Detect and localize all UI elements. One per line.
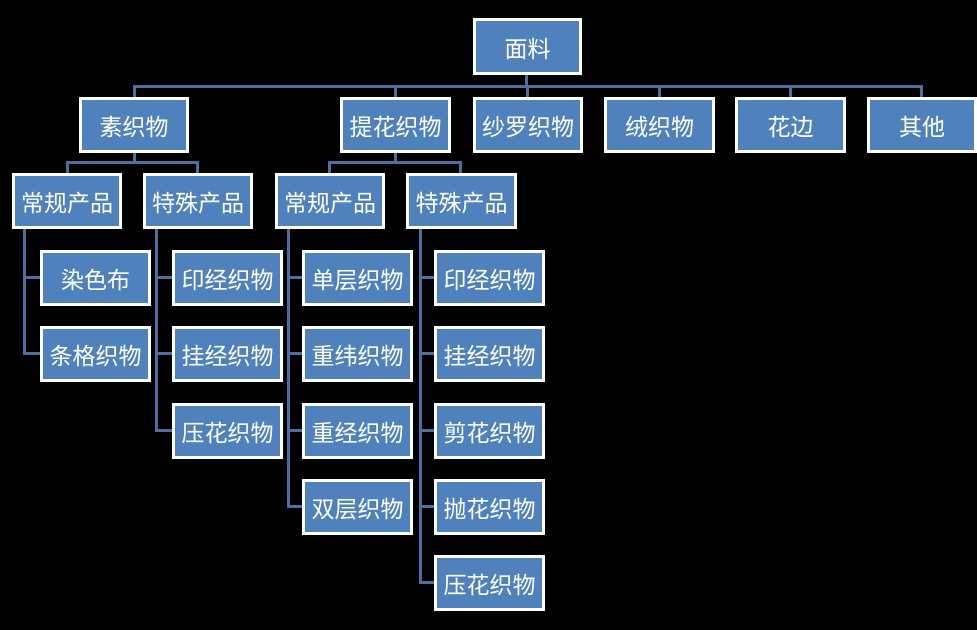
connector bbox=[133, 152, 136, 163]
node-leaf: 挂经织物 bbox=[172, 326, 283, 382]
node-lace: 花边 bbox=[735, 97, 846, 153]
node-leaf: 抛花织物 bbox=[434, 479, 545, 535]
node-leaf: 挂经织物 bbox=[434, 326, 545, 382]
connector bbox=[66, 161, 69, 174]
connector bbox=[155, 276, 173, 279]
connector bbox=[419, 352, 435, 355]
node-pile-fabric: 绒织物 bbox=[604, 97, 715, 153]
connector bbox=[419, 228, 422, 583]
node-leaf: 重经织物 bbox=[302, 403, 413, 459]
node-leaf: 双层织物 bbox=[302, 479, 413, 535]
node-root: 面料 bbox=[473, 18, 582, 75]
node-jacquard-fabric: 提花织物 bbox=[340, 97, 451, 153]
connector bbox=[525, 74, 528, 86]
node-jacquard-special: 特殊产品 bbox=[406, 173, 517, 229]
node-jacquard-regular: 常规产品 bbox=[275, 173, 385, 229]
connector bbox=[459, 161, 462, 174]
connector bbox=[23, 352, 41, 355]
connector bbox=[23, 276, 41, 279]
node-other: 其他 bbox=[867, 97, 977, 153]
node-plain-special: 特殊产品 bbox=[143, 173, 253, 229]
connector bbox=[287, 429, 303, 432]
connector bbox=[155, 228, 158, 430]
connector bbox=[419, 581, 435, 584]
connector bbox=[328, 161, 331, 174]
node-leaf: 条格织物 bbox=[40, 326, 151, 382]
node-leaf: 单层织物 bbox=[302, 250, 413, 306]
node-leaf: 压花织物 bbox=[434, 555, 545, 611]
connector bbox=[394, 152, 397, 163]
node-leaf: 压花织物 bbox=[172, 403, 283, 459]
connector bbox=[196, 161, 199, 174]
node-leaf: 染色布 bbox=[40, 250, 151, 306]
connector bbox=[287, 276, 303, 279]
connector bbox=[526, 85, 529, 98]
connector bbox=[920, 85, 923, 98]
connector bbox=[328, 161, 462, 164]
node-leaf: 印经织物 bbox=[172, 250, 283, 306]
connector bbox=[155, 429, 173, 432]
node-leaf: 剪花织物 bbox=[434, 403, 545, 459]
connector bbox=[658, 85, 661, 98]
connector bbox=[155, 352, 173, 355]
connector bbox=[394, 85, 397, 98]
connector bbox=[419, 276, 435, 279]
connector bbox=[789, 85, 792, 98]
connector bbox=[133, 85, 136, 98]
node-leno-fabric: 纱罗织物 bbox=[473, 97, 583, 153]
connector bbox=[23, 228, 26, 353]
node-leaf: 印经织物 bbox=[434, 250, 545, 306]
node-leaf: 重纬织物 bbox=[302, 326, 413, 382]
connector bbox=[287, 505, 303, 508]
connector bbox=[419, 505, 435, 508]
node-plain-regular: 常规产品 bbox=[12, 173, 122, 229]
connector bbox=[66, 161, 199, 164]
node-plain-fabric: 素织物 bbox=[79, 97, 189, 153]
connector bbox=[287, 352, 303, 355]
connector bbox=[419, 429, 435, 432]
connector bbox=[287, 228, 290, 507]
